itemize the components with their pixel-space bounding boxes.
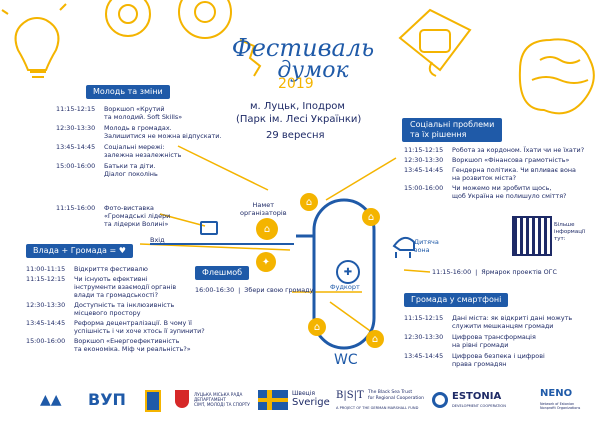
- home-icon: ⌂: [308, 318, 326, 336]
- map-label-wc: WC: [334, 352, 358, 368]
- title-year: 2019: [278, 76, 314, 92]
- brain-icon: [518, 38, 595, 115]
- venue-date: 29 вересня: [266, 130, 325, 141]
- logo-luck-text: ЛУЦЬКА МІСЬКА РАДА ДЕПАРТАМЕНТ СІМ'Ї, МО…: [194, 392, 250, 407]
- footer-logos: ▲▲ ВУП ЛУЦЬКА МІСЬКА РАДА ДЕПАРТАМЕНТ СІ…: [0, 384, 600, 424]
- logo-neno-sub: Network of Estonian Nonprofit Organizati…: [540, 402, 581, 410]
- logo-estonia-sub: DEVELOPMENT COOPERATION: [452, 404, 506, 408]
- gear-icon: [105, 0, 262, 77]
- tent-icon: ⌂: [256, 218, 278, 240]
- logo-bst: B|S|T: [336, 390, 364, 401]
- camera-icon: [200, 221, 218, 235]
- logo-estonia: ESTONIA: [452, 391, 502, 402]
- home-icon: ⌂: [362, 208, 380, 226]
- home-icon: ⌂: [366, 330, 384, 348]
- yarmarok: 11:15-16:00|Ярмарок проектів ОГС: [432, 268, 558, 276]
- section-molod-header: Молодь та зміни: [86, 85, 170, 99]
- qr-label: Більше інформації тут:: [554, 222, 586, 242]
- section-fleshmob: 16:00-16:30|Збери свою громаду: [195, 286, 314, 294]
- document-icon: [398, 8, 472, 77]
- logo-orgs-icon: ▲▲: [40, 392, 62, 408]
- section-social-header: Соціальні проблеми та їх рішення: [402, 118, 503, 142]
- title-line2: думок: [277, 58, 349, 83]
- logo-vup: ВУП: [88, 390, 126, 409]
- logo-neno: NENO: [540, 388, 573, 399]
- venue-city: м. Луцьк, Іподром: [250, 101, 345, 112]
- lightbulb-icon: [1, 3, 67, 78]
- logo-sweden-ua: Швеція: [292, 390, 316, 397]
- puzzle-icon: ✦: [256, 252, 276, 272]
- venue-park: (Парк ім. Лесі Українки): [236, 114, 362, 125]
- title-line1: Фестиваль: [231, 34, 375, 62]
- section-vlada-header: Влада + Громада = ♥: [26, 244, 133, 258]
- logo-sweden-flag: [258, 390, 288, 410]
- map-label-dytyacha: Дитяча зона: [414, 238, 439, 254]
- map-label-namet: Намет організаторів: [240, 201, 287, 217]
- section-fleshmob-header: Флешмоб: [195, 266, 250, 280]
- logo-estonia-icon: [432, 392, 448, 408]
- logo-trident-icon: [145, 390, 161, 412]
- logo-sweden-en: Sverige: [292, 397, 330, 408]
- horse-icon: [392, 236, 415, 258]
- logo-bst-sub: A PROJECT OF THE GERMAN MARSHALL FUND: [336, 406, 419, 410]
- map-label-vkhid: Вхід: [150, 236, 165, 244]
- section-smart-header: Громада у смартфоні: [404, 293, 509, 307]
- festival-title: Фестиваль думок: [228, 36, 378, 82]
- logo-bst-text: The Black Sea Trust for Regional Coopera…: [368, 390, 424, 401]
- home-icon: ⌂: [300, 193, 318, 211]
- logo-coat-icon: [175, 390, 189, 408]
- map-label-fudkort: Фудкорт: [330, 283, 360, 291]
- food-icon: ✚: [336, 260, 360, 284]
- qr-code[interactable]: [512, 216, 552, 256]
